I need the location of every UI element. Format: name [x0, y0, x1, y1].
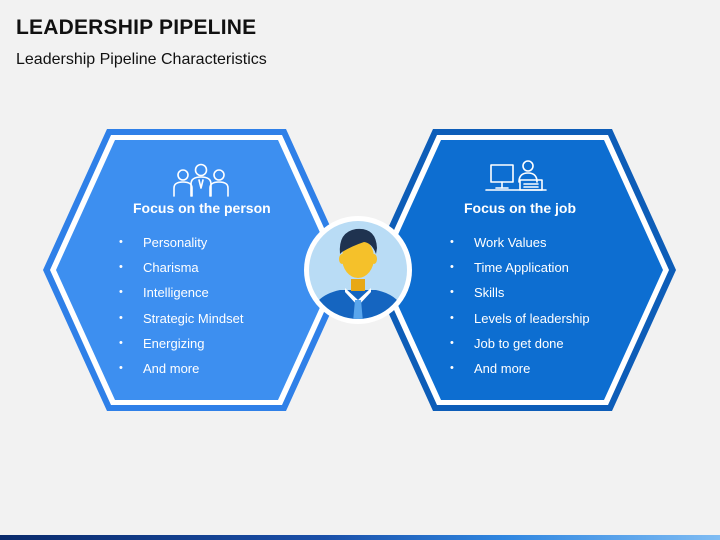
list-item: Intelligence	[111, 280, 291, 305]
list-item: Skills	[442, 280, 622, 305]
left-panel: Focus on the person Personality Charisma…	[111, 200, 291, 381]
person-avatar-icon	[304, 216, 412, 324]
left-heading: Focus on the person	[133, 200, 271, 216]
right-panel: Focus on the job Work Values Time Applic…	[442, 200, 622, 381]
page-title: LEADERSHIP PIPELINE	[16, 16, 257, 39]
list-item: Energizing	[111, 331, 291, 356]
list-item: Time Application	[442, 255, 622, 280]
page-subtitle: Leadership Pipeline Characteristics	[16, 51, 267, 68]
right-heading: Focus on the job	[464, 200, 576, 216]
list-item: Strategic Mindset	[111, 306, 291, 331]
left-list: Personality Charisma Intelligence Strate…	[111, 230, 291, 381]
list-item: And more	[111, 356, 291, 381]
person-at-desk-icon	[485, 160, 547, 191]
list-item: Levels of leadership	[442, 306, 622, 331]
list-item: Charisma	[111, 255, 291, 280]
list-item: And more	[442, 356, 622, 381]
people-group-icon	[173, 163, 229, 197]
list-item: Personality	[111, 230, 291, 255]
list-item: Work Values	[442, 230, 622, 255]
right-list: Work Values Time Application Skills Leve…	[442, 230, 622, 381]
list-item: Job to get done	[442, 331, 622, 356]
footer-bar	[0, 535, 720, 540]
